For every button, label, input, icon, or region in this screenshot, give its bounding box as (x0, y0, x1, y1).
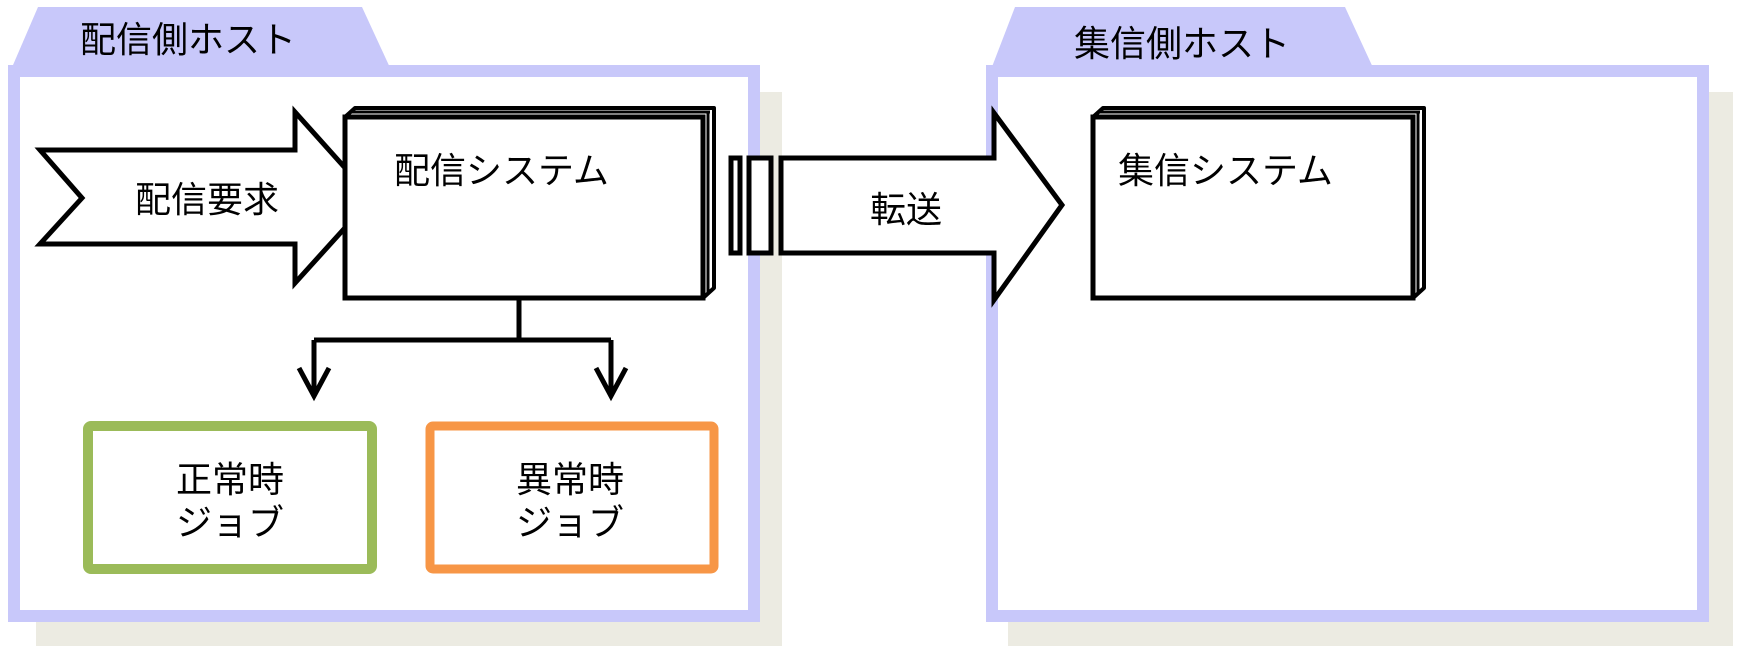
receiver-host: 集信側ホスト (986, 7, 1733, 646)
delivery-request-arrow: 配信要求 (34, 105, 376, 290)
job-branch-connector (296, 298, 629, 402)
transfer-label: 転送 (870, 190, 942, 231)
transfer-arrow: 転送 (728, 105, 1066, 308)
receiver-system-box-face (1090, 114, 1416, 301)
receiver-host-tab (990, 7, 1375, 72)
receiver-host-title: 集信側ホスト (1074, 24, 1290, 65)
error-job-box: 異常時 ジョブ (425, 421, 719, 574)
branch-left-arrowhead-icon (296, 366, 332, 402)
transfer-arrow-tail-bar-1 (728, 155, 743, 256)
normal-job-label-line1: 正常時 (176, 460, 284, 501)
sender-host-title: 配信側ホスト (80, 20, 296, 61)
normal-job-label-line2: ジョブ (176, 503, 284, 544)
error-job-label-line2: ジョブ (516, 503, 624, 544)
delivery-system-label: 配信システム (394, 151, 609, 192)
transfer-arrow-tail-bar-2 (746, 155, 774, 256)
delivery-system-box: 配信システム (342, 106, 716, 301)
receiver-system-label: 集信システム (1118, 151, 1333, 192)
normal-job-box-frame (83, 421, 377, 574)
receiver-system-box: 集信システム (1090, 106, 1426, 301)
sender-host-tab (10, 7, 392, 72)
delivery-request-label: 配信要求 (135, 180, 279, 221)
error-job-label-line1: 異常時 (516, 460, 624, 501)
normal-job-box: 正常時 ジョブ (83, 421, 377, 574)
transfer-arrow-shape (778, 105, 1066, 308)
error-job-box-frame (425, 421, 719, 574)
delivery-system-box-face (342, 114, 706, 301)
delivery-request-arrow-shape (34, 105, 376, 290)
branch-right-arrowhead-icon (593, 366, 629, 402)
